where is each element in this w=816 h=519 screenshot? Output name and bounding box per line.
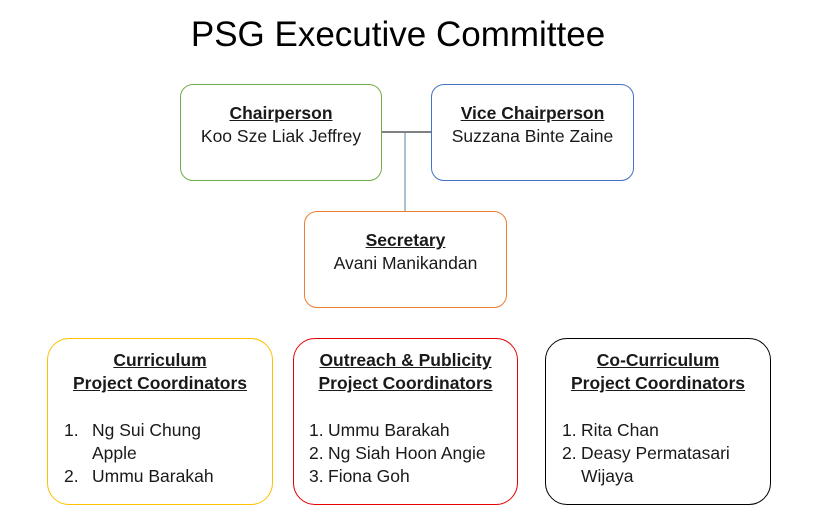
group-heading-line1: Co-Curriculum <box>596 350 720 370</box>
member-list: 1. Ng Sui Chung Apple 2. Ummu Barakah <box>48 419 272 488</box>
secretary-box: Secretary Avani Manikandan <box>304 211 507 308</box>
vice-chairperson-box: Vice Chairperson Suzzana Binte Zaine <box>431 84 634 181</box>
list-item: 1. Rita Chan <box>562 419 770 442</box>
list-item-number: 2. <box>64 466 79 486</box>
member-list: 1. Ummu Barakah 2. Ng Siah Hoon Angie 3.… <box>294 419 517 488</box>
list-item-name: Ng Sui Chung Apple <box>92 420 201 463</box>
list-item-name: Fiona Goh <box>328 466 410 486</box>
list-item: 2. Deasy Permatasari Wijaya <box>562 442 770 488</box>
list-item-name: Ummu Barakah <box>92 466 214 486</box>
list-item-number: 2. <box>562 443 577 463</box>
secretary-name: Avani Manikandan <box>333 253 478 273</box>
chairperson-heading: Chairperson <box>229 103 333 123</box>
group-heading-line1: Outreach & Publicity <box>319 350 492 370</box>
list-item: 2. Ng Siah Hoon Angie <box>309 442 517 465</box>
list-item-number: 1. <box>64 420 79 440</box>
list-item-number: 1. <box>309 420 324 440</box>
outreach-publicity-coordinators-box: Outreach & Publicity Project Coordinator… <box>293 338 518 505</box>
list-item-name: Deasy Permatasari Wijaya <box>581 443 730 486</box>
secretary-heading: Secretary <box>365 230 446 250</box>
vice-chairperson-heading: Vice Chairperson <box>460 103 605 123</box>
list-item-number: 2. <box>309 443 324 463</box>
list-item: 3. Fiona Goh <box>309 465 517 488</box>
chairperson-name: Koo Sze Liak Jeffrey <box>200 126 362 146</box>
chairperson-box: Chairperson Koo Sze Liak Jeffrey <box>180 84 382 181</box>
list-item: 1. Ummu Barakah <box>309 419 517 442</box>
list-item: 2. Ummu Barakah <box>64 465 242 488</box>
group-heading-line1: Curriculum <box>113 350 207 370</box>
list-item: 1. Ng Sui Chung Apple <box>64 419 242 465</box>
list-item-number: 1. <box>562 420 577 440</box>
co-curriculum-coordinators-box: Co-Curriculum Project Coordinators 1. Ri… <box>545 338 771 505</box>
member-list: 1. Rita Chan 2. Deasy Permatasari Wijaya <box>546 419 770 488</box>
chart-title: PSG Executive Committee <box>190 15 606 54</box>
list-item-name: Ng Siah Hoon Angie <box>328 443 486 463</box>
list-item-name: Ummu Barakah <box>328 420 450 440</box>
group-heading-line2: Project Coordinators <box>72 373 248 393</box>
group-heading-line2: Project Coordinators <box>570 373 746 393</box>
group-heading-line2: Project Coordinators <box>318 373 493 393</box>
list-item-name: Rita Chan <box>581 420 659 440</box>
list-item-number: 3. <box>309 466 324 486</box>
curriculum-coordinators-box: Curriculum Project Coordinators 1. Ng Su… <box>47 338 273 505</box>
vice-chairperson-name: Suzzana Binte Zaine <box>451 126 614 146</box>
